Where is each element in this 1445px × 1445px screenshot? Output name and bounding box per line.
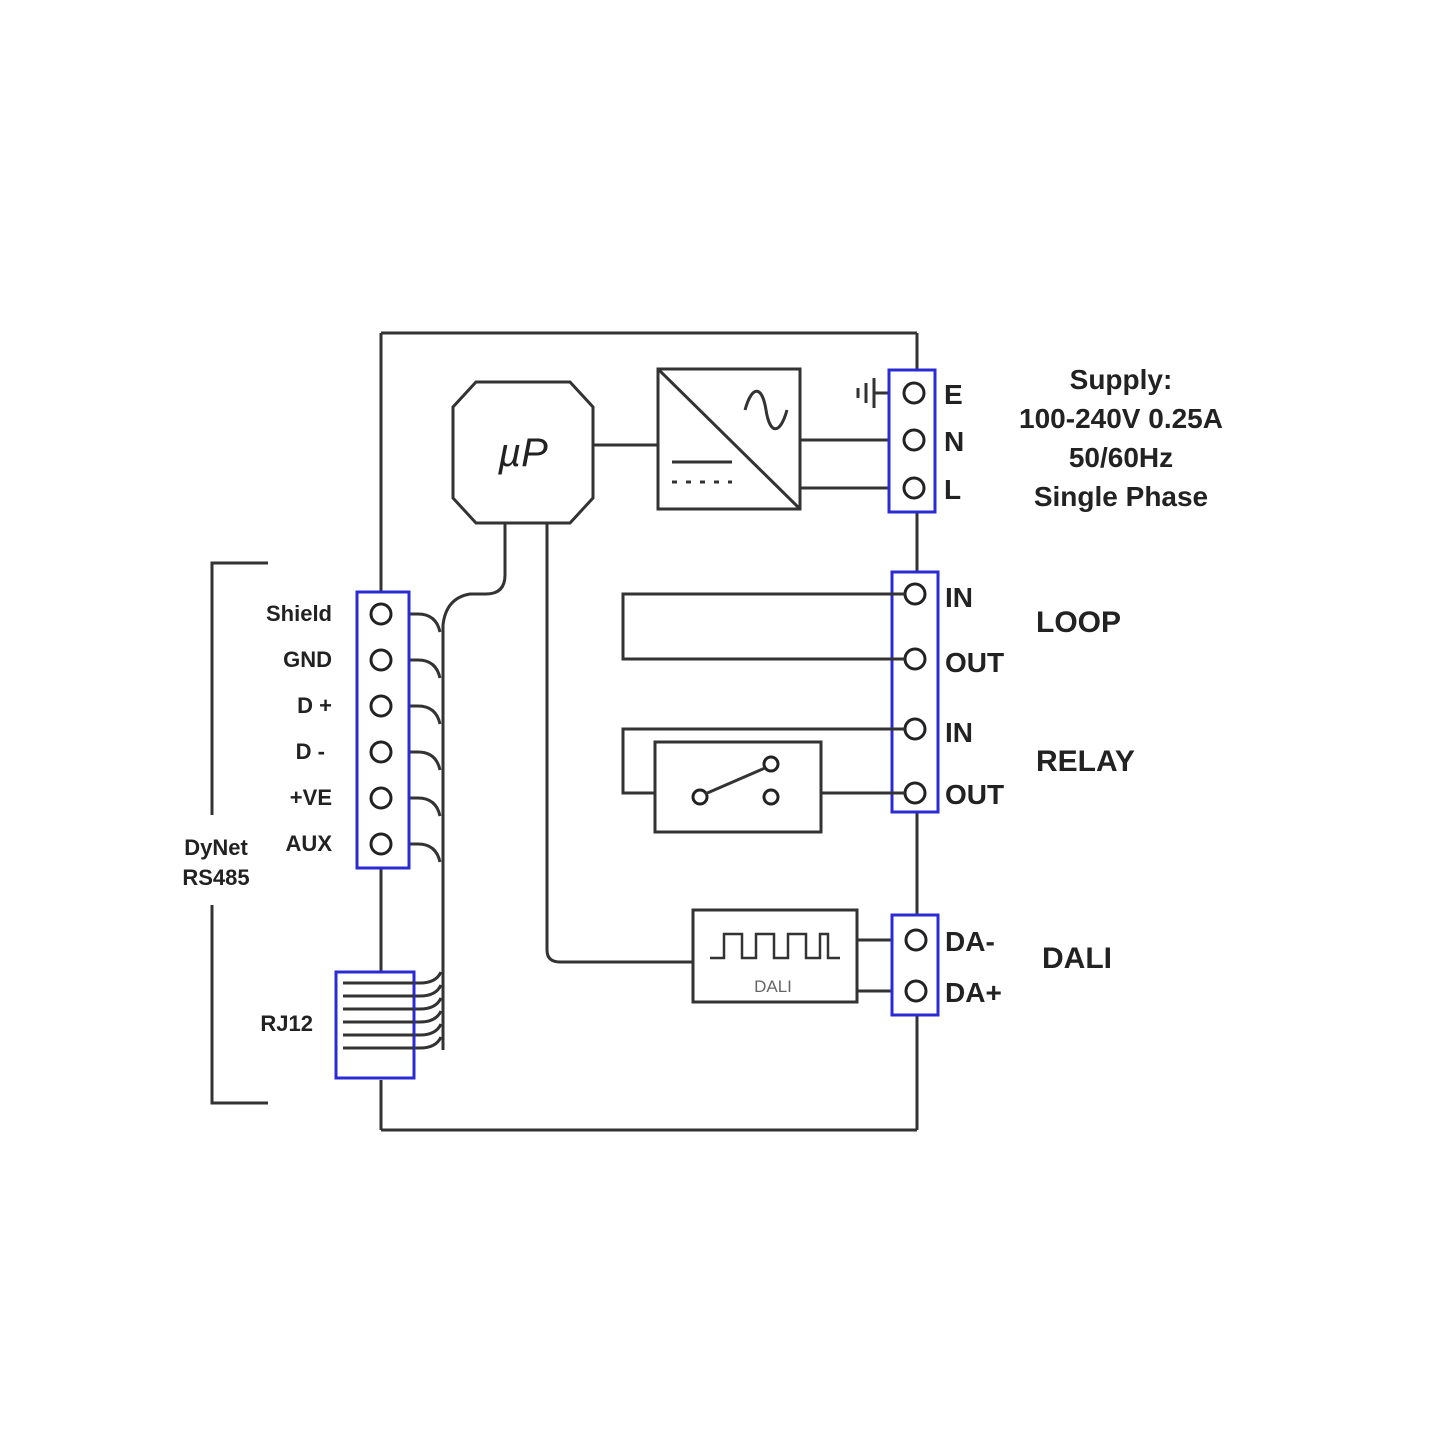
dynet-bus-wiring (343, 523, 507, 1050)
supply-specification: Supply: 100-240V 0.25A 50/60Hz Single Ph… (1019, 364, 1223, 512)
terminal-ve (369, 786, 393, 810)
dynet-terminal-block (355, 590, 411, 870)
terminal-label-l: L (944, 474, 961, 505)
terminal-label-e: E (944, 379, 963, 410)
loop-relay-terminal-block (890, 570, 940, 814)
terminal-label-relay-in: IN (945, 717, 973, 748)
dali-terminal-block (890, 913, 940, 1017)
terminal-d-minus (369, 740, 393, 764)
terminal-label-d-minus: D - (296, 739, 325, 764)
terminal-label-shield: Shield (266, 601, 332, 626)
loop-title: LOOP (1036, 606, 1121, 639)
terminal-da-plus (904, 979, 928, 1003)
terminal-l (902, 476, 926, 500)
dali-driver-block: DALI (691, 908, 859, 1004)
terminal-loop-out (903, 647, 927, 671)
up-to-dali-wire (545, 523, 693, 964)
terminal-d-plus (369, 694, 393, 718)
rj12-connector (334, 970, 416, 1080)
terminal-label-n: N (944, 426, 964, 457)
terminal-aux (369, 832, 393, 856)
dynet-group-bracket (210, 561, 268, 1105)
terminal-label-aux: AUX (286, 831, 333, 856)
terminal-shield (369, 602, 393, 626)
dynet-group-label: DyNet (184, 835, 248, 860)
supply-frequency: 50/60Hz (1069, 442, 1173, 473)
terminal-label-d-plus: D + (297, 693, 332, 718)
supply-rating: 100-240V 0.25A (1019, 403, 1223, 434)
terminal-label-loop-in: IN (945, 582, 973, 613)
rj12-label: RJ12 (260, 1011, 313, 1036)
rs485-group-label: RS485 (182, 865, 249, 890)
terminal-da-minus (904, 928, 928, 952)
supply-title: Supply: (1070, 364, 1173, 395)
relay-title: RELAY (1036, 745, 1135, 778)
terminal-relay-in (903, 717, 927, 741)
supply-terminal-block (887, 368, 937, 514)
terminal-label-relay-out: OUT (945, 779, 1004, 810)
relay-switch-icon (653, 740, 823, 834)
terminal-label-loop-out: OUT (945, 647, 1004, 678)
supply-phase: Single Phase (1034, 481, 1208, 512)
terminal-label-da-minus: DA- (945, 926, 995, 957)
terminal-loop-in (903, 582, 927, 606)
terminal-label-gnd: GND (283, 647, 332, 672)
dali-driver-label: DALI (754, 977, 792, 996)
microprocessor-block: µP (451, 380, 595, 525)
microprocessor-label: µP (497, 431, 548, 475)
terminal-n (902, 428, 926, 452)
dali-title: DALI (1042, 942, 1112, 975)
device-enclosure (379, 331, 919, 1132)
terminal-e (902, 381, 926, 405)
terminal-label-da-plus: DA+ (945, 977, 1002, 1008)
terminal-gnd (369, 648, 393, 672)
terminal-relay-out (903, 781, 927, 805)
terminal-label-ve: +VE (290, 785, 332, 810)
loop-wire (621, 592, 905, 661)
ac-dc-converter-icon (656, 367, 802, 511)
relay-in-wire (621, 727, 905, 795)
square-wave-icon (710, 932, 840, 960)
